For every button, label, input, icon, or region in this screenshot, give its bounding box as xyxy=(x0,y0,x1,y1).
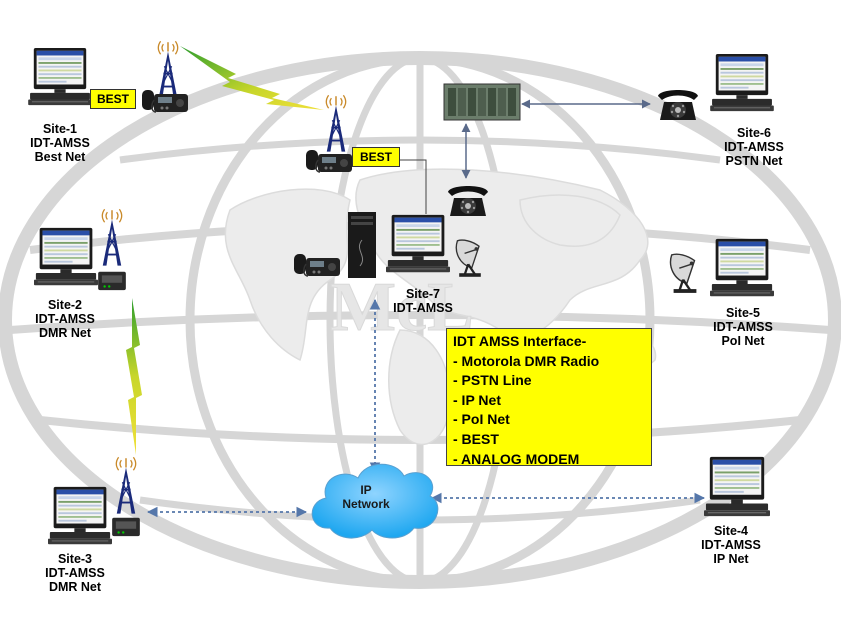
site-7-server-icon xyxy=(348,212,376,278)
site-7-workstation xyxy=(386,214,450,273)
site-7-radio-icon xyxy=(305,149,353,173)
best-link-site7 xyxy=(398,159,427,214)
site-7-phone-icon xyxy=(448,186,488,216)
interface-item: - PSTN Line xyxy=(453,372,532,389)
best-tag-site-1: BEST xyxy=(90,89,136,109)
site-2-modem-icon xyxy=(98,271,126,291)
interface-item: - PoI Net xyxy=(453,411,510,428)
site-5-dish-icon xyxy=(669,252,698,294)
best-tag-site-7: BEST xyxy=(352,147,400,167)
wireless-link-site2-site3 xyxy=(126,298,142,455)
site-3-workstation xyxy=(48,486,112,545)
pstn-exchange-rack xyxy=(443,83,521,121)
interface-list-title: IDT AMSS Interface- xyxy=(453,333,587,349)
site-1-tower-icon xyxy=(157,40,179,99)
interface-item: - IP Net xyxy=(453,391,501,408)
interface-item: - BEST xyxy=(453,430,499,447)
site-6-phone-icon xyxy=(658,90,698,120)
site-3-modem-icon xyxy=(112,517,140,537)
continents-watermark xyxy=(224,168,657,446)
interface-list-box: IDT AMSS Interface- - Motorola DMR Radio… xyxy=(446,328,652,467)
site-1-radio-icon xyxy=(141,89,189,113)
ip-network-cloud xyxy=(311,463,439,539)
site-1-workstation xyxy=(28,48,92,106)
ip-network-label: IP Network xyxy=(342,483,390,511)
site-2-workstation xyxy=(34,227,98,286)
interface-item: - Motorola DMR Radio xyxy=(453,352,600,369)
mcl-watermark: McL xyxy=(330,269,475,347)
site-5-workstation xyxy=(710,238,774,297)
interface-item: - ANALOG MODEM xyxy=(453,450,580,467)
site-6-workstation xyxy=(710,54,774,112)
site-4-workstation xyxy=(704,456,770,517)
svg-text:McL: McL xyxy=(330,269,474,346)
